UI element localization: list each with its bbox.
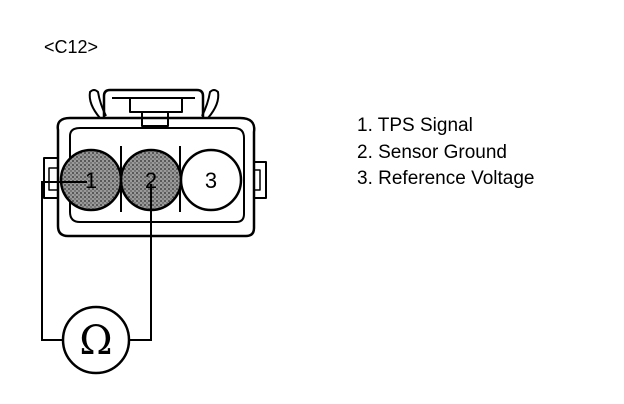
connector-housing [43,88,267,238]
connector-pin-3: 3 [179,148,243,212]
legend-item-sensor-ground: 2. Sensor Ground [357,141,507,163]
pin-3-number: 3 [205,168,217,193]
connector-pin-1: 1 [59,148,123,212]
connector-latch [102,88,205,118]
pin-1-number: 1 [85,168,97,193]
legend-item-tps-signal: 1. TPS Signal [357,115,473,136]
legend-item-reference-voltage: 3. Reference Voltage [357,168,535,189]
connector-id-label: <C12> [44,37,99,57]
pin-legend: 1. TPS Signal 2. Sensor Ground 3. Refere… [357,113,534,193]
probe-wire-pin-1 [41,181,87,341]
pin-2-number: 2 [145,168,157,193]
probe-wire-pin-2 [129,184,152,341]
ohm-symbol: Ω [79,318,112,364]
probe-wires [41,181,152,341]
ohmmeter-icon: Ω [61,305,131,375]
